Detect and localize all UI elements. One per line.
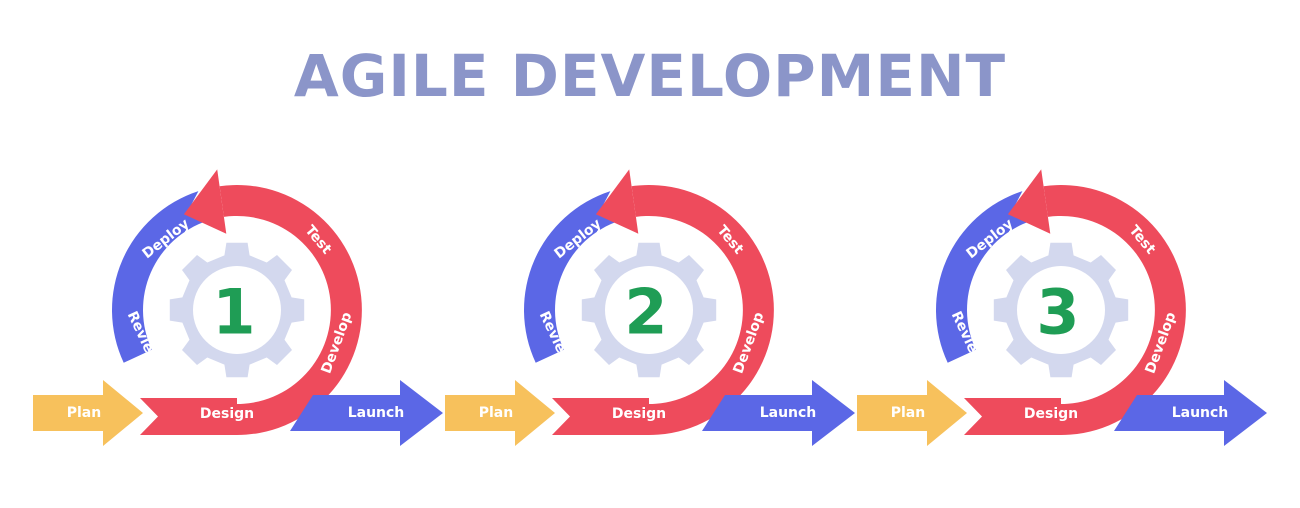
launch-arrow <box>702 380 855 446</box>
cycle-number: 2 <box>624 276 667 349</box>
design-band <box>552 398 649 435</box>
plan-label: Plan <box>479 405 513 421</box>
page-title: AGILE DEVELOPMENT <box>293 42 1007 110</box>
launch-label: Launch <box>1172 405 1229 421</box>
cycle-arrow-head <box>1007 169 1051 234</box>
launch-label: Launch <box>760 405 817 421</box>
gear-hub <box>193 266 281 354</box>
review-deploy-arc <box>935 191 1032 363</box>
plan-arrow <box>33 380 143 446</box>
design-label: Design <box>200 406 254 422</box>
plan-label: Plan <box>891 405 925 421</box>
launch-arrow <box>1114 380 1267 446</box>
plan-arrow <box>445 380 555 446</box>
design-label: Design <box>612 406 666 422</box>
test-develop-arc <box>219 185 362 435</box>
design-band <box>964 398 1061 435</box>
review-deploy-arc <box>523 191 620 363</box>
design-label: Design <box>1024 406 1078 422</box>
design-band <box>140 398 237 435</box>
gear-hub <box>1017 266 1105 354</box>
cycle-arrow-head <box>595 169 639 234</box>
test-develop-arc <box>631 185 774 435</box>
plan-label: Plan <box>67 405 101 421</box>
gear-hub <box>605 266 693 354</box>
review-deploy-arc <box>111 191 208 363</box>
cycle-number: 1 <box>212 276 255 349</box>
launch-arrow <box>290 380 443 446</box>
launch-label: Launch <box>348 405 405 421</box>
cycle-arrow-head <box>183 169 227 234</box>
plan-arrow <box>857 380 967 446</box>
test-develop-arc <box>1043 185 1186 435</box>
cycle-number: 3 <box>1036 276 1079 349</box>
